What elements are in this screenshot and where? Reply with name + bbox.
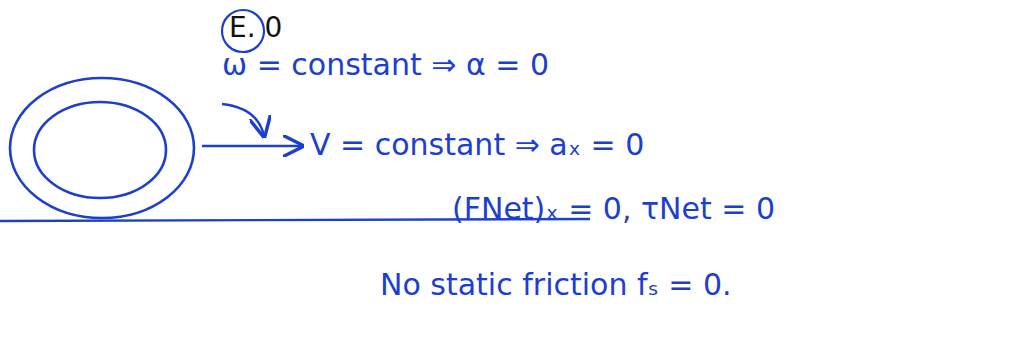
net-force-note: (FNet)ₓ = 0, τNet = 0 bbox=[452, 192, 775, 227]
wheel-inner bbox=[34, 102, 166, 198]
answer-choice: E. 0 bbox=[229, 12, 282, 44]
friction-note: No static friction fₛ = 0. bbox=[380, 268, 732, 303]
velocity-note: V = constant ⇒ aₓ = 0 bbox=[310, 128, 644, 163]
velocity-arrow bbox=[202, 145, 302, 147]
wheel-outer bbox=[10, 78, 194, 218]
angular-velocity-note: ω = constant ⇒ α = 0 bbox=[222, 48, 549, 83]
rotation-arrow bbox=[222, 104, 264, 136]
